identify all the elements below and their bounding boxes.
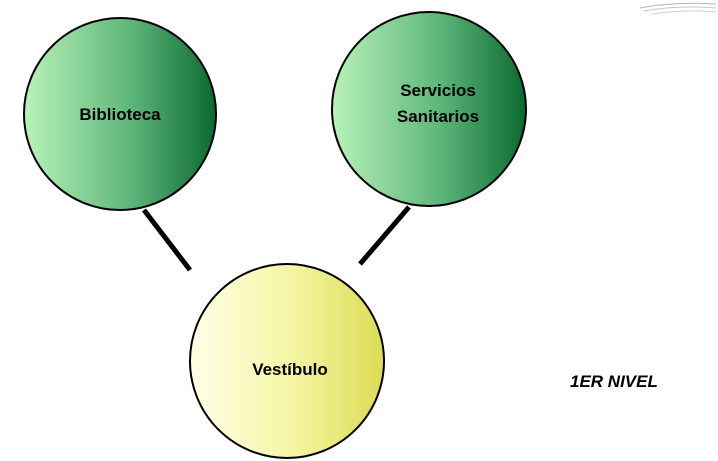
node-servicios-sanitarios[interactable]: Servicios Sanitarios xyxy=(331,11,527,207)
node-vestibulo-circle xyxy=(189,263,385,459)
connector-servicios-vestibulo xyxy=(358,205,411,266)
node-servicios-sanitarios-circle xyxy=(331,11,527,207)
node-vestibulo-label: Vestíbulo xyxy=(252,360,328,379)
node-biblioteca-label: Biblioteca xyxy=(79,105,161,124)
node-servicios-sanitarios-label-line2: Sanitarios xyxy=(397,107,479,126)
node-biblioteca[interactable]: Biblioteca xyxy=(23,17,217,211)
node-servicios-sanitarios-label-line1: Servicios xyxy=(400,81,476,100)
corner-scribble-decoration xyxy=(639,2,717,15)
connector-biblioteca-vestibulo xyxy=(142,208,192,272)
node-vestibulo[interactable]: Vestíbulo xyxy=(189,263,385,459)
level-label: 1ER NIVEL xyxy=(570,372,658,391)
node-biblioteca-circle xyxy=(23,17,217,211)
